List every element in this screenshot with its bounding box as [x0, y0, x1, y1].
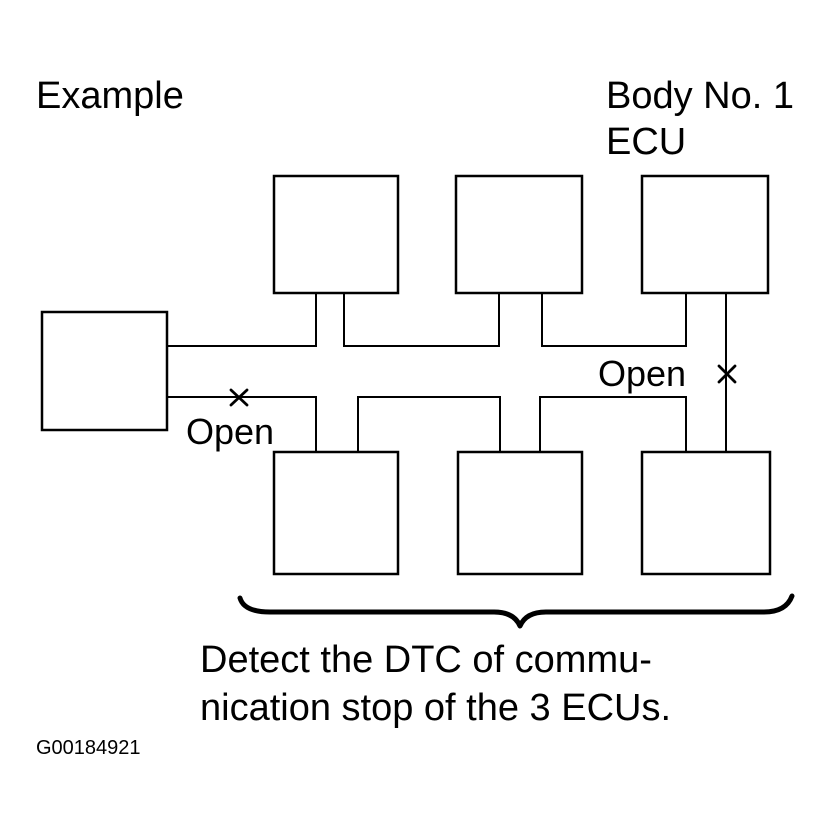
- example-label: Example: [36, 75, 184, 117]
- bottom-ecu-3-box: [640, 450, 772, 576]
- brace-icon: [237, 593, 795, 629]
- open-label-right: Open: [598, 353, 686, 394]
- ecu-boxes: [40, 174, 772, 576]
- open-mark-left-icon: [229, 388, 249, 407]
- body-no1-ecu-label-line2: ECU: [606, 121, 686, 163]
- lower-bus-wire: [167, 396, 687, 452]
- left-ecu-box: [40, 310, 169, 432]
- body-no1-ecu-box: [640, 174, 770, 295]
- bottom-ecu-2-box: [456, 450, 584, 576]
- top-ecu-1-box: [272, 174, 400, 295]
- bus-wires: [167, 293, 727, 452]
- open-mark-right-icon: [717, 364, 737, 384]
- top-ecu-2-box: [454, 174, 584, 295]
- caption-line-2: nication stop of the 3 ECUs.: [200, 687, 671, 729]
- caption-line-1: Detect the DTC of commu-: [200, 639, 652, 681]
- bottom-ecu-1-box: [272, 450, 400, 576]
- upper-bus-wire: [167, 293, 687, 347]
- body-no1-ecu-label-line1: Body No. 1: [606, 75, 794, 117]
- figure-code: G00184921: [36, 737, 141, 759]
- open-label-left: Open: [186, 411, 274, 452]
